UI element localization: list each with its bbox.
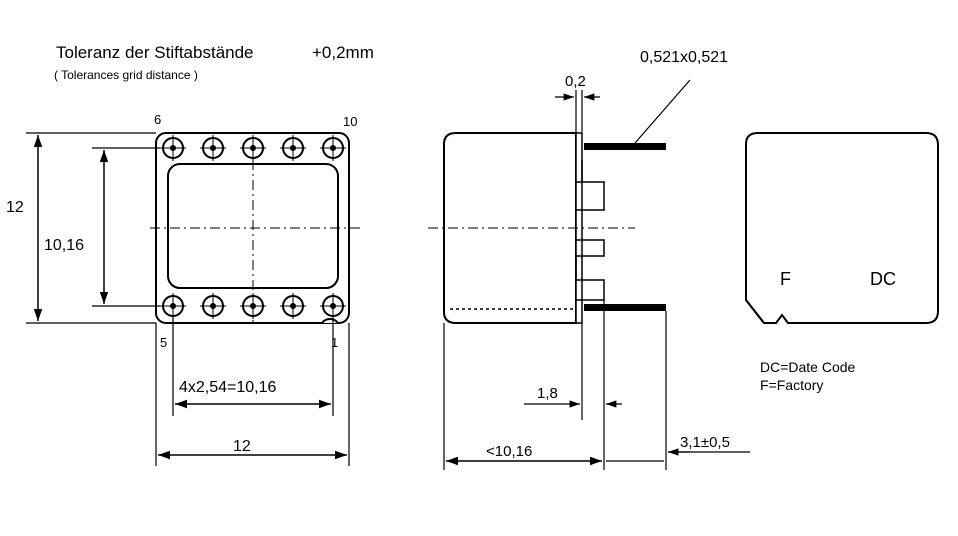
dim-body-length-label: <10,16: [486, 443, 532, 460]
dim-row-distance-label: 10,16: [44, 237, 84, 254]
pin-lower: [584, 304, 666, 311]
dim-pitch-label: 4x2,54=10,16: [179, 379, 277, 396]
pin: [240, 293, 266, 319]
pin-size-label: 0,521x0,521: [640, 49, 728, 66]
datecode-mark: DC: [870, 269, 896, 289]
tolerance-value: +0,2mm: [312, 43, 374, 62]
dim-height-label: 12: [6, 199, 24, 216]
legend-datecode: DC=Date Code: [760, 359, 856, 375]
pin: [240, 135, 266, 161]
pin: [160, 135, 186, 161]
pin-label-1: 1: [331, 335, 338, 350]
pin-row-top: [160, 135, 346, 161]
pin: [320, 135, 346, 161]
pin: [280, 135, 306, 161]
dim-width-label: 12: [233, 438, 251, 455]
pin: [200, 135, 226, 161]
base-profile: [575, 160, 605, 301]
dim-standoff-label: 1,8: [537, 385, 558, 402]
drawing-subtitle: ( Tolerances grid distance ): [54, 68, 198, 82]
pin-row-bottom: [160, 293, 346, 319]
legend-factory: F=Factory: [760, 377, 823, 393]
pin: [160, 293, 186, 319]
pin-upper: [584, 143, 666, 150]
pin: [280, 293, 306, 319]
pin-label-5: 5: [160, 335, 167, 350]
pin-label-6: 6: [154, 112, 161, 127]
pin: [320, 293, 346, 319]
factory-mark: F: [780, 269, 791, 289]
top-view: F DC DC=Date Code F=Factory: [745, 132, 939, 393]
pin-label-10: 10: [343, 114, 357, 129]
pin-size-leader: [634, 79, 691, 144]
front-view: 6 10 5 1 12 10,16 4x2,54=10,16 12: [6, 112, 360, 466]
side-view: 0,521x0,521 0,2 1,8 <10,16 3,1±0,5: [428, 49, 750, 470]
marking-side-outline: [745, 132, 939, 324]
drawing-title: Toleranz der Stiftabstände: [56, 43, 254, 62]
dim-flange-label: 0,2: [565, 73, 586, 90]
pin: [200, 293, 226, 319]
dim-pin-length-label: 3,1±0,5: [680, 434, 730, 451]
pin1-notch: [321, 318, 339, 324]
